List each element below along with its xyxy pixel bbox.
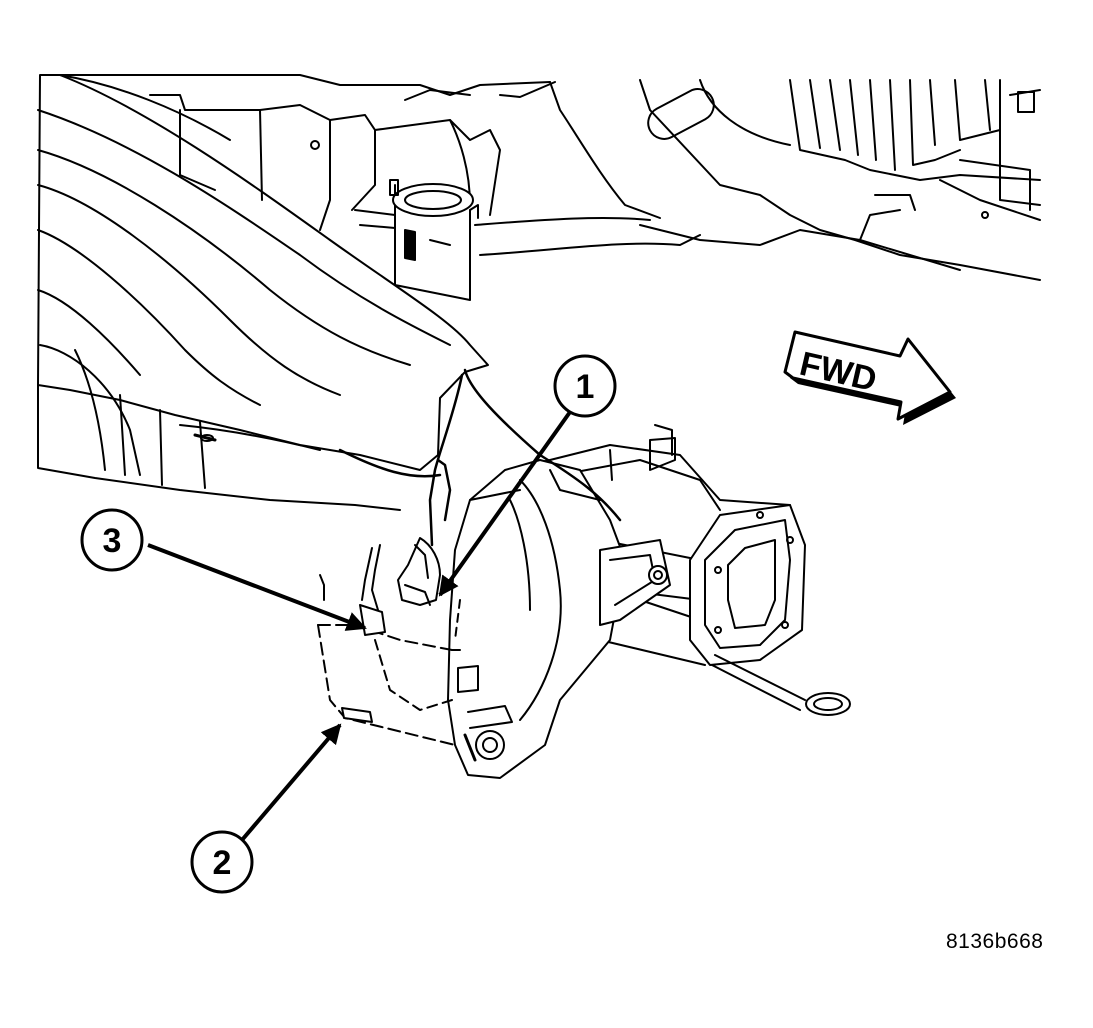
leader-line-1 [438, 410, 572, 597]
frame-rail [529, 424, 851, 716]
callout-3: 3 [80, 508, 144, 572]
callout-1: 1 [553, 354, 617, 418]
fender-panel [37, 74, 489, 511]
pump-connector [397, 537, 441, 606]
callout-2: 2 [190, 830, 254, 894]
washer-reservoir [447, 459, 671, 779]
callout-1-label: 1 [576, 368, 595, 406]
engine-bay-structure [59, 74, 701, 301]
leader-line-3 [147, 543, 367, 631]
washer-pump-dashed [317, 599, 461, 746]
figure-identifier: 8136b668 [946, 930, 1044, 953]
leader-line-2 [240, 723, 342, 842]
callout-2-label: 2 [213, 844, 232, 882]
leader-lines [147, 410, 572, 842]
callout-3-label: 3 [103, 522, 122, 560]
reservoir-grommet [341, 707, 373, 723]
forward-direction-arrow: FWD [783, 330, 956, 425]
cowl-structure [639, 79, 1041, 281]
